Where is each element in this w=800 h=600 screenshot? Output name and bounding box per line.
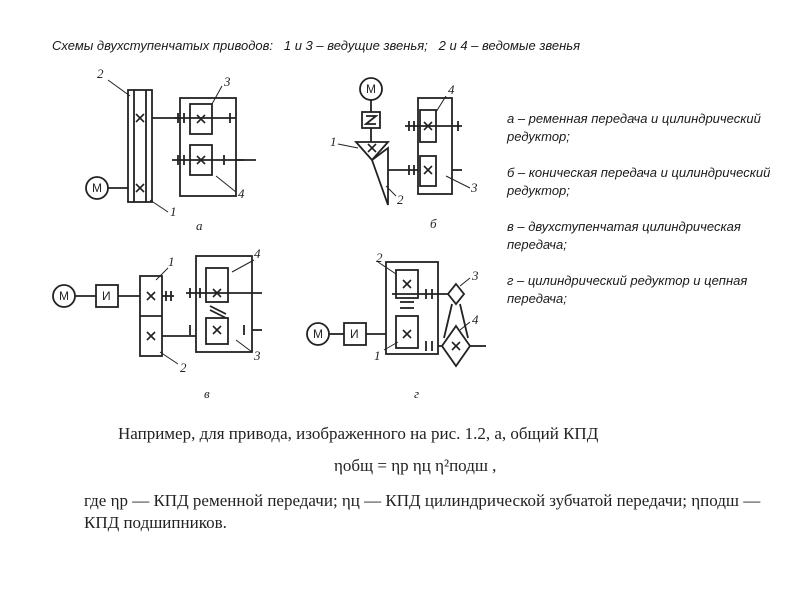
motor-a-label: М	[92, 181, 102, 195]
label-a-3: 3	[223, 74, 231, 89]
legend-item-a: а – ременная передача и цилиндрический р…	[507, 111, 761, 144]
motor-b-label: М	[366, 82, 376, 96]
coupling-g-label: И	[350, 327, 359, 341]
legend-item-v: в – двухступенчатая цилиндрическая перед…	[507, 219, 741, 252]
legend: а – ременная передача и цилиндрический р…	[507, 110, 777, 326]
kinematic-diagrams: М 2 3 4 1 а М 4 3 1 2 б	[52, 66, 486, 401]
label-g-3: 3	[471, 268, 479, 283]
label-v-4: 4	[254, 246, 261, 261]
diagram-a	[85, 79, 256, 213]
label-a-2: 2	[97, 66, 104, 81]
label-b-4: 4	[448, 82, 455, 97]
diagram-g	[306, 261, 486, 368]
diagram-v-letter: в	[204, 386, 210, 401]
label-a-1: 1	[170, 204, 177, 219]
efficiency-formula: ηобщ = ηр ηц η²подш ,	[334, 456, 497, 475]
label-v-2: 2	[180, 360, 187, 375]
label-a-4: 4	[238, 186, 245, 201]
motor-v-label: М	[59, 289, 69, 303]
label-b-1: 1	[330, 134, 337, 149]
label-b-3: 3	[470, 180, 478, 195]
diagram-a-letter: а	[196, 218, 203, 233]
motor-g-label: М	[313, 327, 323, 341]
formula-explanation: где ηр — КПД ременной передачи; ηц — КПД…	[84, 491, 761, 532]
diagram-v	[52, 255, 262, 365]
intro-text: Например, для привода, изображенного на …	[118, 424, 599, 443]
coupling-v-label: И	[102, 289, 111, 303]
page-title: Схемы двухступенчатых приводов: 1 и 3 – …	[52, 38, 581, 53]
label-g-4: 4	[472, 312, 479, 327]
diagram-b-letter: б	[430, 216, 437, 231]
diagram-g-letter: г	[414, 386, 419, 401]
label-v-3: 3	[253, 348, 261, 363]
diagram-b	[337, 77, 471, 206]
legend-item-b: б – коническая передача и цилиндрический…	[507, 165, 771, 198]
label-b-2: 2	[397, 192, 404, 207]
label-g-2: 2	[376, 250, 383, 265]
legend-item-g: г – цилиндрический редуктор и цепная пер…	[507, 273, 748, 306]
label-g-1: 1	[374, 348, 381, 363]
label-v-1: 1	[168, 254, 175, 269]
